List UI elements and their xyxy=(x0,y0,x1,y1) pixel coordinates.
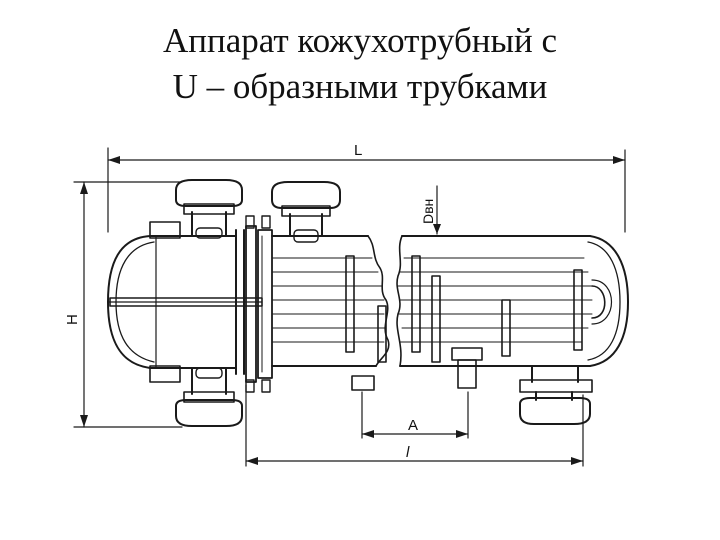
u-bend xyxy=(591,285,606,319)
tube-bundle-left xyxy=(271,257,387,343)
nozzle-bottom-left xyxy=(175,367,243,427)
nozzle-top-left xyxy=(175,179,243,239)
dimension-l-label: L xyxy=(354,142,362,159)
dimension-a: A xyxy=(361,391,469,439)
left-channel-head xyxy=(107,221,263,383)
dimension-a-label: A xyxy=(408,417,418,434)
shell-left-section xyxy=(271,235,390,367)
baffle-4 xyxy=(431,275,441,363)
title-line-2: U – образными трубками xyxy=(172,67,548,106)
nozzle-top-middle xyxy=(271,181,341,243)
baffle-5 xyxy=(501,299,511,357)
dimension-h-label: H xyxy=(64,314,81,325)
dimension-dvn-label: Dвн xyxy=(420,199,436,224)
title-line-1: Аппарат кожухотрубный с xyxy=(162,21,558,60)
tube-sheet-flange xyxy=(245,215,273,393)
dimension-tube-length-label: l xyxy=(406,444,410,461)
baffle-3 xyxy=(411,255,421,353)
dimension-l: L xyxy=(107,142,626,233)
nozzle-bottom-right xyxy=(519,391,591,425)
tube-bundle-right xyxy=(397,257,593,343)
baffle-2 xyxy=(377,305,387,363)
baffle-6 xyxy=(573,269,583,351)
nozzle-bottom-middle xyxy=(451,347,483,389)
dimension-tube-length: l xyxy=(245,384,584,467)
right-elliptical-head xyxy=(589,235,629,367)
slide-title: Аппарат кожухотрубный с U – образными тр… xyxy=(0,18,720,110)
baffle-1 xyxy=(345,255,355,353)
drain-fitting-left xyxy=(351,375,375,391)
shell-right-section xyxy=(396,235,629,367)
dimension-h: H xyxy=(64,181,183,428)
dimension-dvn: Dвн xyxy=(420,185,441,235)
support-right xyxy=(519,365,593,393)
